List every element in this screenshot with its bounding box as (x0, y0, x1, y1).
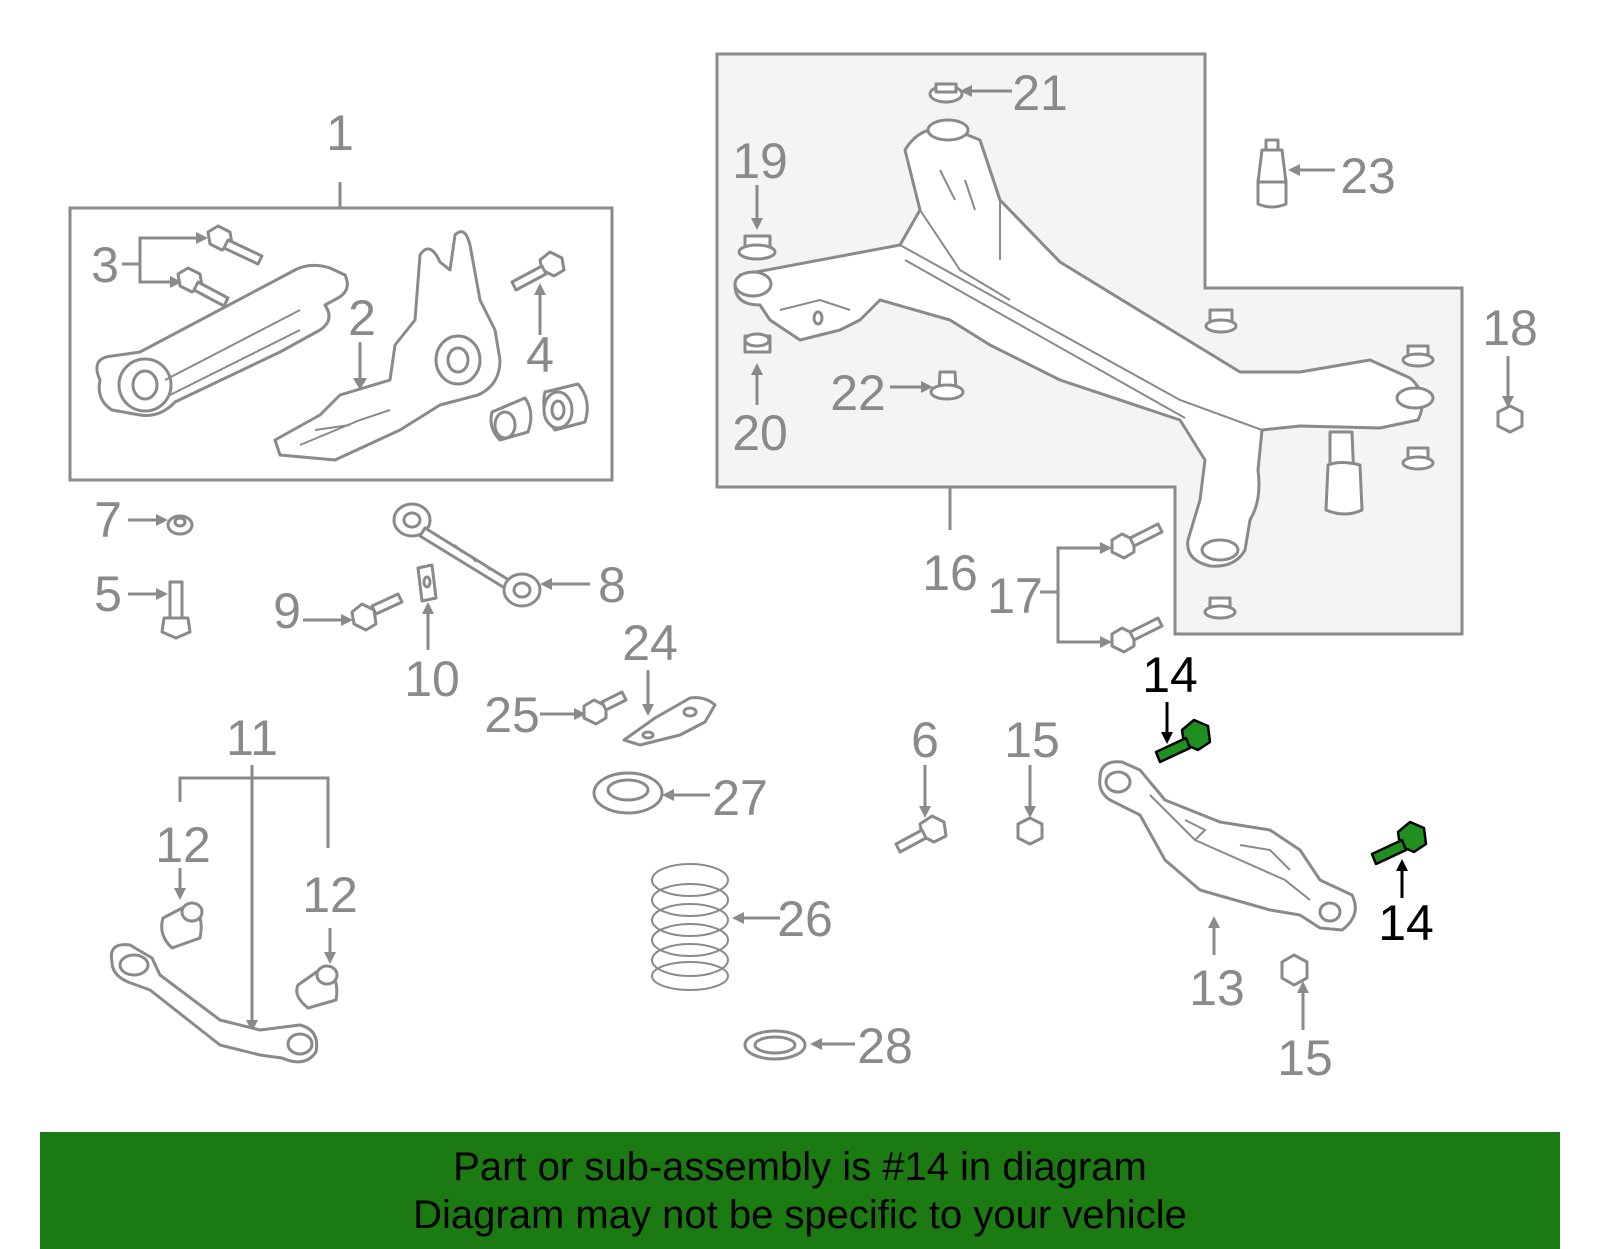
label-15b: 15 (1277, 1030, 1333, 1086)
bolt-part-5 (160, 580, 192, 640)
label-25: 25 (484, 687, 540, 743)
label-17: 17 (987, 568, 1043, 624)
label-14b: 14 (1378, 895, 1434, 951)
label-14a: 14 (1142, 647, 1198, 703)
label-5: 5 (94, 566, 122, 622)
plate-part-10 (416, 563, 438, 603)
label-22: 22 (830, 365, 886, 421)
label-8: 8 (598, 557, 626, 613)
bolt-part-14-lower (1370, 820, 1428, 866)
bolt-part-25 (582, 690, 628, 726)
label-12b: 12 (302, 867, 358, 923)
bushing-part-19 (737, 234, 777, 261)
nut-part-15 (1016, 816, 1309, 987)
banner-line-2: Diagram may not be specific to your vehi… (413, 1193, 1187, 1237)
coil-spring-part-26 (651, 863, 729, 991)
label-12a: 12 (155, 817, 211, 873)
trailing-arm-part-2 (95, 230, 589, 462)
info-banner: Part or sub-assembly is #14 in diagram D… (40, 1132, 1560, 1249)
label-4: 4 (526, 327, 554, 383)
label-21: 21 (1012, 65, 1068, 121)
label-28: 28 (857, 1018, 913, 1074)
banner-line-1: Part or sub-assembly is #14 in diagram (453, 1145, 1147, 1189)
nut-part-21 (928, 82, 964, 104)
control-arm-part-11 (109, 943, 319, 1064)
bumper-part-23 (1256, 138, 1288, 209)
lower-arm-part-13 (1098, 760, 1357, 932)
label-27: 27 (712, 770, 768, 826)
label-15a: 15 (1004, 712, 1060, 768)
label-20: 20 (732, 405, 788, 461)
label-13: 13 (1189, 960, 1245, 1016)
label-2: 2 (348, 290, 376, 346)
bolt-part-6 (894, 814, 948, 854)
lateral-link-part-8 (392, 502, 542, 608)
bolt-part-3 (176, 224, 264, 308)
bolt-part-17 (1110, 522, 1164, 654)
spring-seat-part-27 (592, 771, 664, 815)
bushing-part-22 (929, 370, 965, 401)
label-1: 1 (326, 105, 354, 161)
label-24: 24 (622, 615, 678, 671)
bracket-part-24 (622, 696, 717, 747)
label-3: 3 (91, 237, 119, 293)
bushing-part-12 (160, 901, 339, 1010)
label-10: 10 (404, 651, 460, 707)
label-6: 6 (911, 712, 939, 768)
washer-part-7 (166, 514, 194, 536)
bolt-part-9 (350, 592, 404, 632)
label-19: 19 (732, 133, 788, 189)
bolt-part-14-upper (1154, 718, 1212, 764)
bolt-part-4 (510, 250, 566, 292)
insulator-part-28 (743, 1029, 807, 1061)
label-23: 23 (1340, 148, 1396, 204)
label-7: 7 (94, 492, 122, 548)
nut-part-18 (1496, 404, 1524, 434)
label-18: 18 (1482, 300, 1538, 356)
bushing-part-20 (743, 332, 772, 354)
crossmember-bushings (1203, 308, 1435, 620)
label-26: 26 (777, 891, 833, 947)
label-11: 11 (226, 710, 278, 766)
label-16: 16 (922, 545, 978, 601)
crossmember-part-16 (733, 118, 1435, 568)
label-9: 9 (273, 583, 301, 639)
